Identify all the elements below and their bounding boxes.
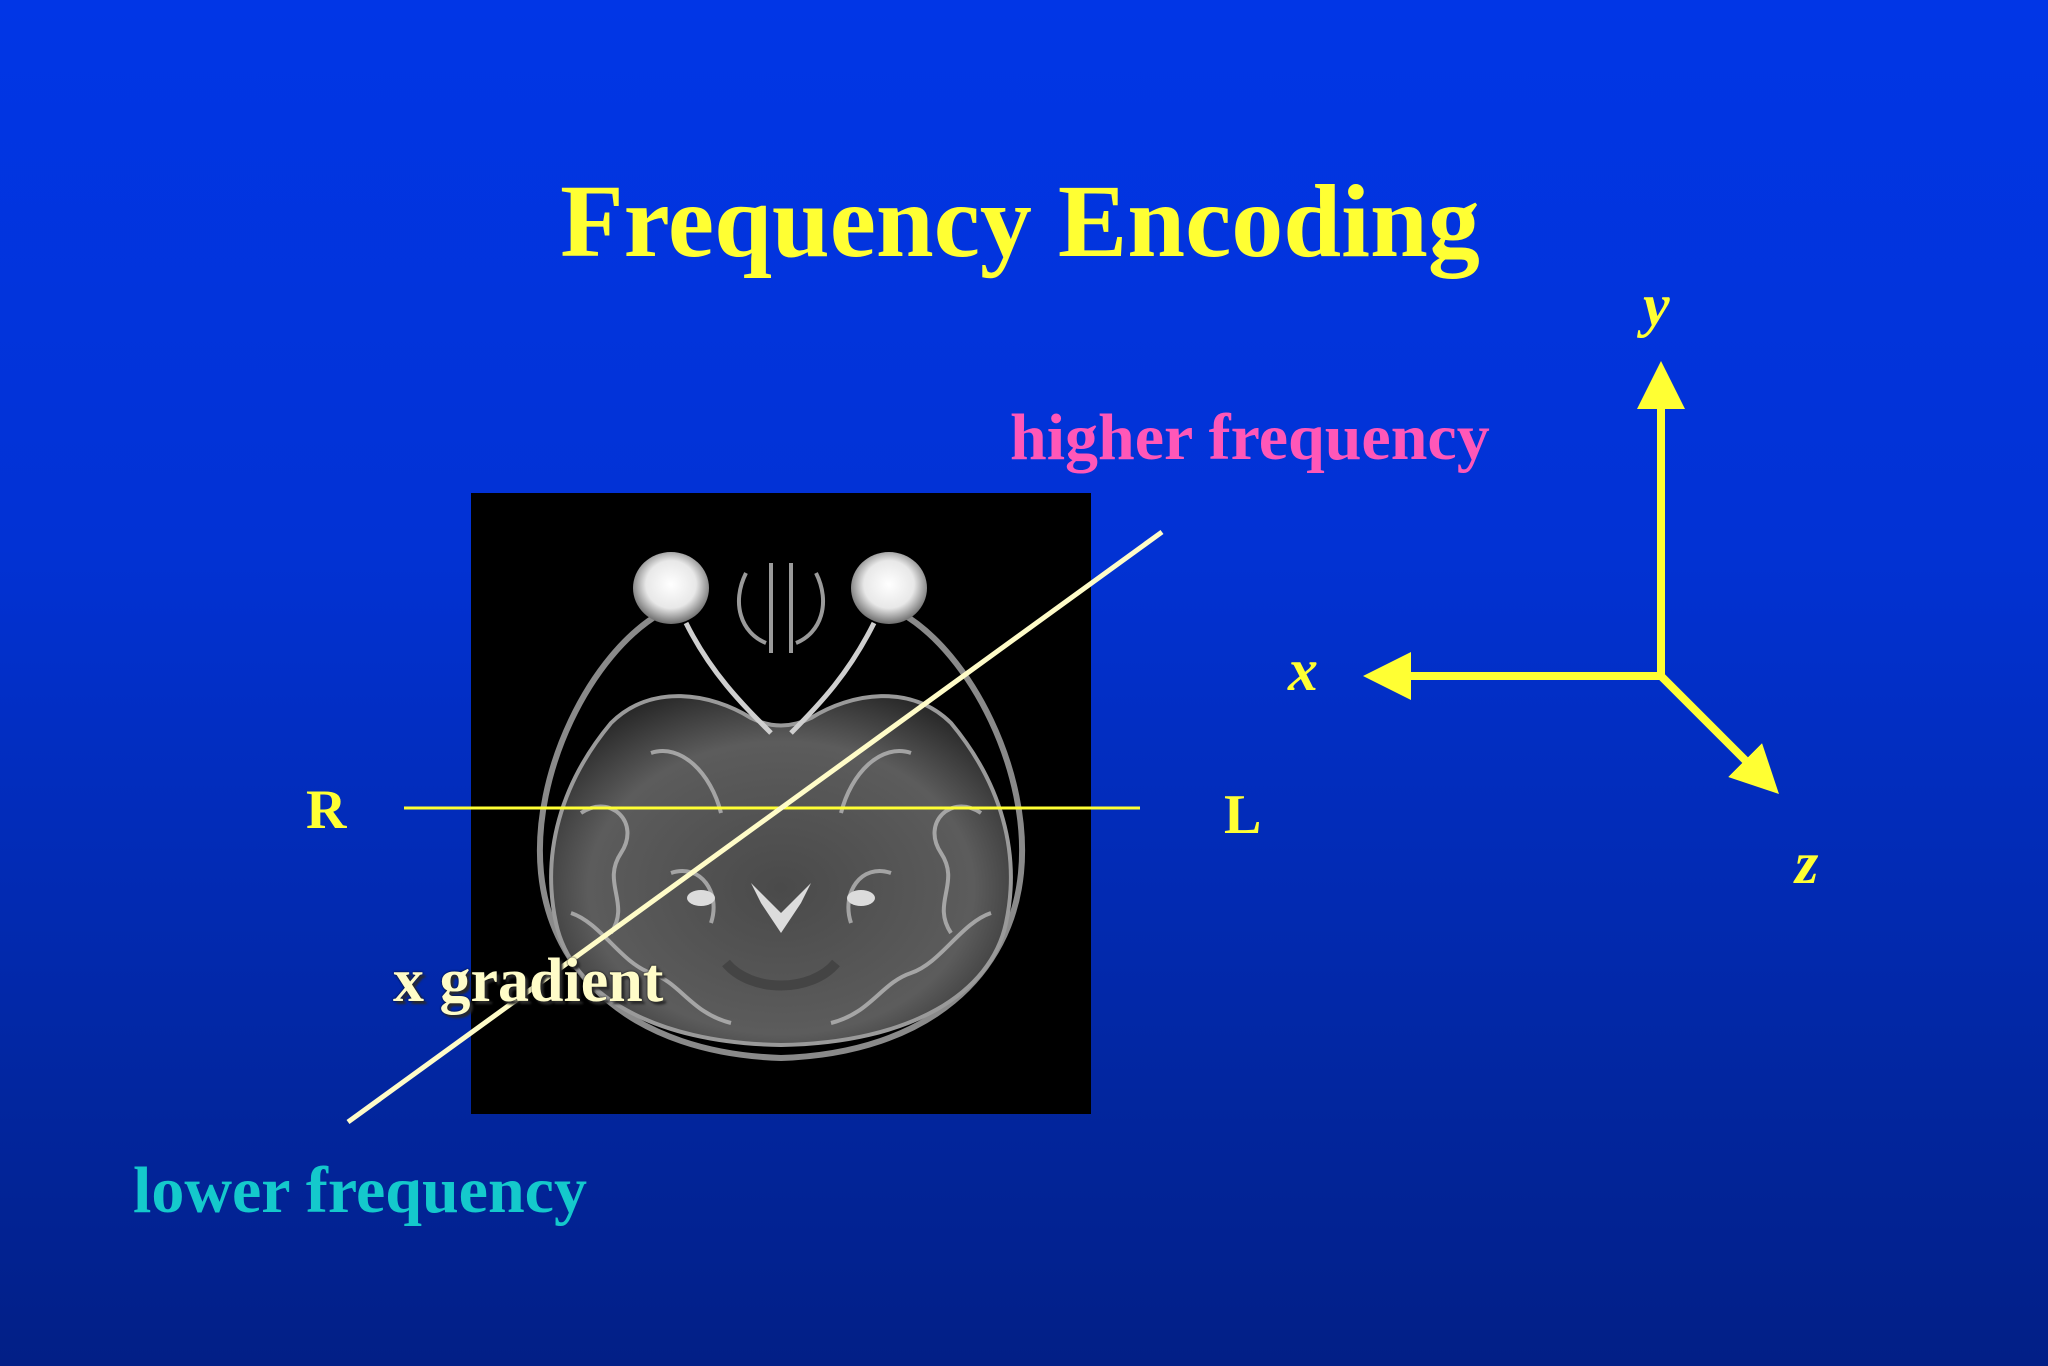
z-axis-label: z <box>1795 830 1819 896</box>
y-axis-label: y <box>1643 272 1670 338</box>
right-orbit <box>851 552 927 624</box>
right-side-label: R <box>306 779 347 841</box>
brain-mri-image <box>471 493 1091 1114</box>
lower-frequency-label: lower frequency <box>133 1154 587 1227</box>
x-axis-label: x <box>1288 637 1318 703</box>
higher-frequency-label: higher frequency <box>1010 401 1490 474</box>
brain-mri-drawing <box>536 552 1026 1062</box>
z-axis-arrow <box>1658 673 1779 794</box>
slide-title: Frequency Encoding <box>560 164 1480 279</box>
left-side-label: L <box>1224 784 1262 846</box>
left-orbit <box>633 552 709 624</box>
nasal-sinus <box>736 563 826 653</box>
x-gradient-label: x gradient <box>393 947 664 1015</box>
